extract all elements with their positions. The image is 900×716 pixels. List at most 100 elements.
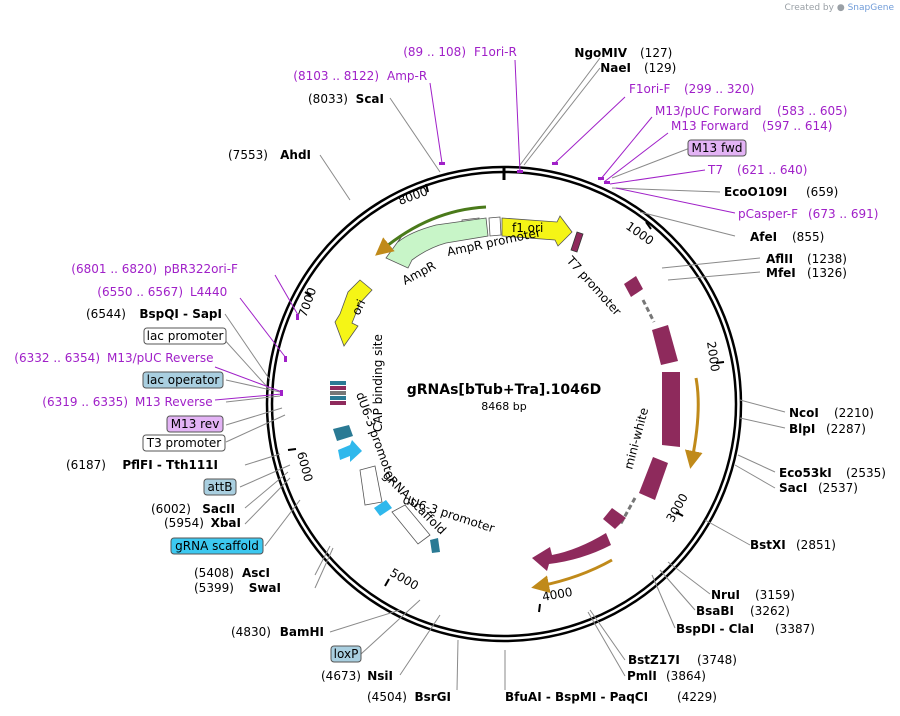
site-ahdi-pos: (7553) <box>228 148 268 162</box>
restriction-site-labels: NgoMIV (127) NaeI (129) EcoO109I (659) A… <box>66 46 886 704</box>
credit-prefix: Created by <box>784 3 834 13</box>
primer-pcasper-f-name: pCasper-F <box>738 207 798 221</box>
primer-m13puc-fwd-name: M13/pUC Forward <box>655 104 762 118</box>
primer-m13puc-fwd-range: (583 .. 605) <box>777 104 847 118</box>
primer-labels: (89 .. 108) F1ori-R (8103 .. 8122) Amp-R… <box>14 45 878 409</box>
site-nrui-pos: (3159) <box>755 588 795 602</box>
site-swai-name: SwaI <box>249 581 281 595</box>
box-loxp-text: loxP <box>334 647 359 661</box>
site-ncoi-name: NcoI <box>789 406 819 420</box>
site-bsabi-pos: (3262) <box>750 604 790 618</box>
tick-4000: 4000 <box>541 585 574 604</box>
site-pflfi-name: PflFI - Tth111I <box>122 458 218 472</box>
site-pmli-pos: (3864) <box>666 669 706 683</box>
tick-6000: 6000 <box>294 450 315 483</box>
primer-markers <box>280 162 610 396</box>
box-attb: attB <box>203 478 237 496</box>
site-pmli-name: PmlI <box>627 669 657 683</box>
site-ahdi-name: AhdI <box>280 148 311 162</box>
primer-m13puc-rev-range: (6332 .. 6354) <box>14 351 100 365</box>
site-mfei-name: MfeI <box>766 266 796 280</box>
tick-3000: 3000 <box>663 491 690 524</box>
site-leader-lines <box>221 57 786 691</box>
primer-pbr322ori-f-range: (6801 .. 6820) <box>71 262 157 276</box>
site-bspqi-name: BspQI - SapI <box>139 307 222 321</box>
site-afei-name: AfeI <box>750 230 777 244</box>
site-scai-name: ScaI <box>356 92 384 106</box>
site-ngomiv-pos: (127) <box>640 46 672 60</box>
box-t3-promoter: T3 promoter <box>142 434 226 452</box>
primer-pbr322ori-f-name: pBR322ori-F <box>164 262 238 276</box>
primer-m13-fwd-name: M13 Forward <box>671 119 749 133</box>
ori-label: ori <box>349 297 368 317</box>
site-aflii-name: AflII <box>766 252 793 266</box>
site-bspdi-pos: (3387) <box>775 622 815 636</box>
snapgene-credit: Created by ● SnapGene <box>784 3 894 13</box>
site-bspqi-pos: (6544) <box>86 307 126 321</box>
site-bstxi-pos: (2851) <box>796 538 836 552</box>
site-bstz17i-name: BstZ17I <box>628 653 680 667</box>
primer-m13puc-rev-name: M13/pUC Reverse <box>107 351 214 365</box>
primer-l4440-range: (6550 .. 6567) <box>97 285 183 299</box>
site-bsabi-name: BsaBI <box>696 604 734 618</box>
site-afei-pos: (855) <box>792 230 824 244</box>
site-eco53ki-pos: (2535) <box>846 466 886 480</box>
site-xbai-name: XbaI <box>211 516 241 530</box>
site-saci-name: SacI <box>779 481 807 495</box>
site-asci-pos: (5408) <box>194 566 234 580</box>
primer-m13-rev-range: (6319 .. 6335) <box>42 395 128 409</box>
primer-leader-lines <box>214 59 736 401</box>
ori-feature: ori <box>334 279 373 347</box>
site-bsrgi-name: BsrGI <box>414 690 451 704</box>
tick-8000: 8000 <box>396 184 429 208</box>
site-eco0109i-pos: (659) <box>806 185 838 199</box>
site-bstz17i-pos: (3748) <box>697 653 737 667</box>
site-ncoi-pos: (2210) <box>834 406 874 420</box>
plasmid-name: gRNAs[bTub+Tra].1046D <box>407 382 602 398</box>
mini-white-label: mini-white <box>621 406 651 471</box>
box-m13-fwd-text: M13 fwd <box>692 141 743 155</box>
primer-f1ori-r-range: (89 .. 108) <box>403 45 466 59</box>
primer-pcasper-f-range: (673 .. 691) <box>808 207 878 221</box>
site-eco0109i-name: EcoO109I <box>724 185 787 199</box>
site-bstxi-name: BstXI <box>750 538 786 552</box>
site-pflfi-pos: (6187) <box>66 458 106 472</box>
site-xbai-pos: (5954) <box>164 516 204 530</box>
site-blpi-name: BlpI <box>789 422 815 436</box>
boxed-labels: M13 fwd lac promoter lac operator M13 re… <box>142 139 747 663</box>
box-t3-promoter-text: T3 promoter <box>146 436 222 450</box>
site-mfei-pos: (1326) <box>807 266 847 280</box>
primer-m13-rev-name: M13 Reverse <box>135 395 213 409</box>
primer-t7-name: T7 <box>707 163 723 177</box>
box-lac-promoter-text: lac promoter <box>147 329 224 343</box>
site-nsii-pos: (4673) <box>321 669 361 683</box>
primer-m13-fwd-range: (597 .. 614) <box>762 119 832 133</box>
box-lac-operator-text: lac operator <box>147 373 220 387</box>
site-sacii-name: SacII <box>202 502 235 516</box>
plasmid-center-title: gRNAs[bTub+Tra].1046D 8468 bp <box>407 382 602 413</box>
f1-ori-feature: f1 ori <box>501 215 573 247</box>
tick-2000: 2000 <box>704 340 722 372</box>
tick-5000: 5000 <box>388 565 421 592</box>
box-lac-promoter: lac promoter <box>143 327 227 345</box>
site-scai-pos: (8033) <box>308 92 348 106</box>
site-naei-name: NaeI <box>600 61 631 75</box>
site-bamhi-pos: (4830) <box>231 625 271 639</box>
tick-marks <box>287 183 725 613</box>
box-grna-scaffold: gRNA scaffold <box>170 537 264 555</box>
tick-labels: 1000 2000 3000 4000 5000 6000 7000 8000 <box>294 184 722 604</box>
site-ngomiv-name: NgoMIV <box>574 46 627 60</box>
box-loxp: loxP <box>330 645 362 663</box>
plasmid-length: 8468 bp <box>481 400 526 413</box>
primer-t7-range: (621 .. 640) <box>737 163 807 177</box>
credit-brand: SnapGene <box>847 3 894 13</box>
site-saci-pos: (2537) <box>818 481 858 495</box>
mini-white-feature: mini-white <box>531 276 703 594</box>
primer-f1ori-r-name: F1ori-R <box>474 45 517 59</box>
site-eco53ki-name: Eco53kI <box>779 466 832 480</box>
primer-amp-r-name: Amp-R <box>387 69 427 83</box>
primer-f1ori-f-range: (299 .. 320) <box>684 82 754 96</box>
f1-ori-label: f1 ori <box>512 221 543 235</box>
t7-promoter-label: T7 promoter <box>563 253 624 318</box>
